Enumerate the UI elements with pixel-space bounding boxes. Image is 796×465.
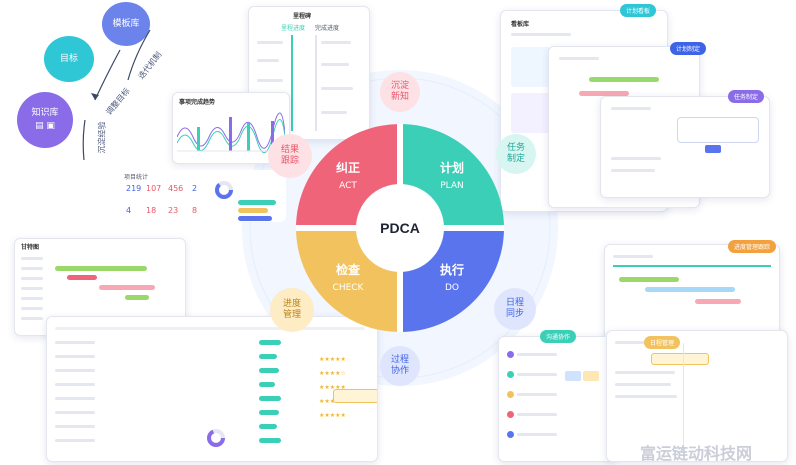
result-tracking-label: 结果 跟踪 <box>280 145 299 166</box>
kanban-title: 看板库 <box>511 21 530 28</box>
plan-board-tag: 计划看板 <box>620 4 657 17</box>
schedule-sync-bubble: 日程 同步 <box>494 288 536 330</box>
flow-arrows <box>82 29 151 161</box>
trend-chart-title: 事项完成趋势 <box>179 99 216 106</box>
stat-value: 18 <box>146 206 157 215</box>
knowledge-base-label: 知识库 <box>31 108 59 118</box>
result-tracking-bubble: 结果 跟踪 <box>268 134 312 178</box>
template-library-bubble: 模板库 <box>102 2 150 46</box>
stat-value: 4 <box>126 206 132 215</box>
schedule-card <box>606 330 788 462</box>
progress-ring-icon <box>207 429 225 447</box>
pdca-center-label: PDCA <box>380 220 420 236</box>
quadrant-check-title: 检查 <box>336 262 361 277</box>
chat-card <box>498 336 616 462</box>
stat-value: 23 <box>168 206 179 215</box>
quadrant-plan-title: 计划 <box>440 160 464 175</box>
star-rating: ★★★★★★★★★☆★★★★★★★★☆☆★★★★★ <box>319 356 346 419</box>
quadrant-plan-subtitle: PLAN <box>440 181 464 191</box>
milestone-card: 里程碑 里程进度 完成进度 <box>248 6 370 140</box>
stat-value: 107 <box>146 184 162 193</box>
document-icon: ▤ ▣ <box>35 121 55 131</box>
task-making-label: 任务 制定 <box>506 143 525 164</box>
trend-chart-card: 事项完成趋势 <box>172 92 290 164</box>
stat-value: 8 <box>192 206 198 215</box>
plan-make-tag: 计划制定 <box>670 42 707 55</box>
milestone-col2: 完成进度 <box>315 25 340 32</box>
progress-management-bubble: 进度 管理 <box>270 288 314 332</box>
watermark-text: 富运链动科技网 <box>640 444 753 463</box>
sediment-knowledge-label: 沉淀 新知 <box>390 81 409 102</box>
gantt-title: 甘特图 <box>21 244 40 251</box>
stats-card: 项目统计 219 107 456 2 4 18 23 8 <box>118 170 286 222</box>
pdca-wheel: 纠正 ACT 计划 PLAN 检查 CHECK 执行 DO PDCA <box>296 124 504 332</box>
quadrant-do-title: 执行 <box>440 262 464 277</box>
stats-title: 项目统计 <box>124 174 149 181</box>
process-collab-bubble: 过程 协作 <box>380 346 420 386</box>
milestone-title: 里程碑 <box>293 13 312 20</box>
quadrant-act-title: 纠正 <box>336 161 360 175</box>
goal-label: 目标 <box>59 53 78 64</box>
progress-management-label: 进度 管理 <box>282 299 301 320</box>
quadrant-do-subtitle: DO <box>445 283 459 293</box>
stat-value: 456 <box>168 184 184 193</box>
task-make-card <box>600 96 770 198</box>
schedule-tag: 日程管理 <box>644 336 681 349</box>
stat-value: 2 <box>192 184 198 193</box>
process-collab-label: 过程 协作 <box>390 355 409 376</box>
donut-chart-icon <box>215 181 233 199</box>
schedule-sync-label: 日程 同步 <box>505 298 524 319</box>
quadrant-check-subtitle: CHECK <box>333 283 365 293</box>
task-making-bubble: 任务 制定 <box>496 134 536 174</box>
knowledge-base-bubble: 知识库 ▤ ▣ <box>17 92 73 148</box>
stat-value: 219 <box>126 184 142 193</box>
milestone-col1: 里程进度 <box>281 25 306 32</box>
sediment-knowledge-bubble: 沉淀 新知 <box>380 72 420 112</box>
progress-track-tag: 进度管理跟踪 <box>728 240 777 253</box>
goal-bubble: 目标 <box>44 36 94 82</box>
template-library-label: 模板库 <box>112 18 140 29</box>
collab-tag: 沟通协作 <box>540 330 577 343</box>
task-make-tag: 任务制定 <box>728 90 765 103</box>
task-table-card: ★★★★★★★★★☆★★★★★★★★☆☆★★★★★ <box>46 316 378 462</box>
trend-chart <box>177 112 285 153</box>
quadrant-act-subtitle: ACT <box>339 181 357 191</box>
